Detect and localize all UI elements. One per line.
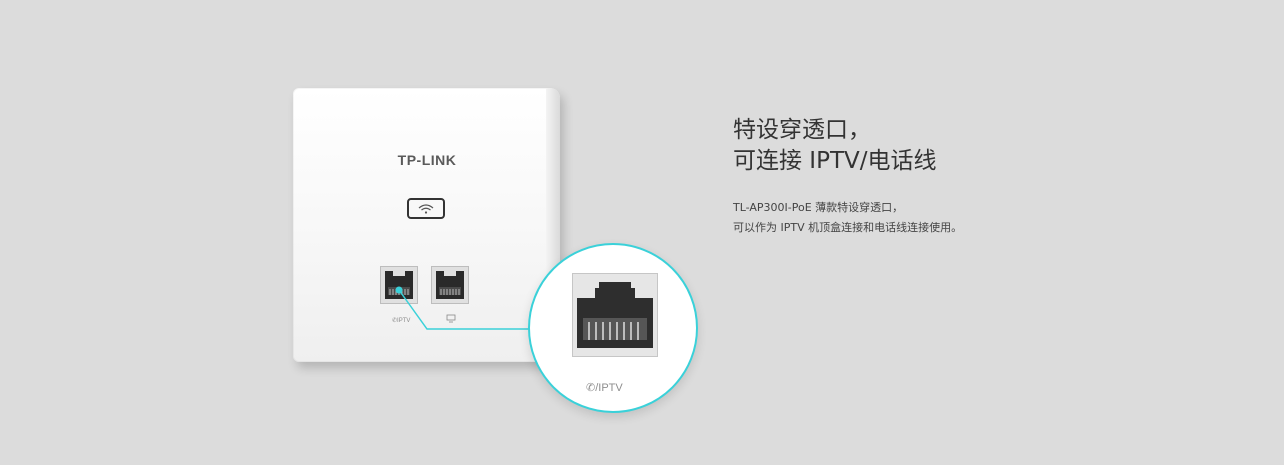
iptv-port-label: ✆IPTV	[392, 317, 410, 324]
product-panel: TP-LINK	[293, 88, 560, 362]
rj45-port-large-icon	[577, 282, 653, 348]
zoomed-iptv-port	[572, 273, 658, 357]
headline-line-2: 可连接 IPTV/电话线	[733, 148, 937, 174]
iptv-port	[380, 266, 418, 304]
description-line-2: 可以作为 IPTV 机顶盒连接和电话线连接使用。	[733, 221, 963, 234]
description: TL-AP300I-PoE 薄款特设穿透口， 可以作为 IPTV 机顶盒连接和电…	[733, 198, 1153, 238]
brand-logo: TP-LINK	[397, 152, 457, 168]
zoom-bubble: ✆/IPTV	[528, 243, 698, 413]
zoom-iptv-text: IPTV	[598, 382, 623, 394]
lan-port-label	[446, 314, 456, 325]
zoom-iptv-label: ✆/IPTV	[586, 381, 623, 394]
wifi-button	[407, 198, 445, 219]
phone-icon: ✆	[392, 318, 398, 324]
description-line-1: TL-AP300I-PoE 薄款特设穿透口，	[733, 201, 904, 214]
phone-icon: ✆/	[586, 382, 599, 394]
iptv-text: IPTV	[397, 318, 411, 324]
headline: 特设穿透口， 可连接 IPTV/电话线	[733, 115, 1153, 177]
rj45-port-icon	[385, 271, 413, 299]
wifi-icon	[418, 203, 434, 214]
headline-line-1: 特设穿透口，	[733, 117, 871, 143]
rj45-port-icon	[436, 271, 464, 299]
monitor-icon	[446, 314, 456, 323]
lan-port	[431, 266, 469, 304]
